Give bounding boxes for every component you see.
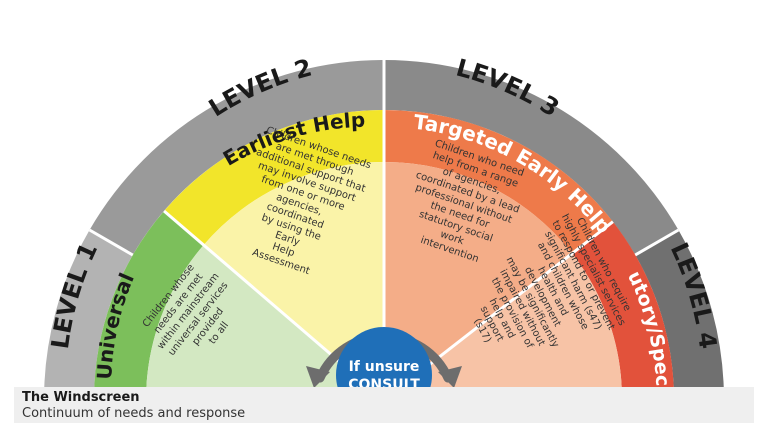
caption-subtitle: Continuum of needs and response [22,406,246,421]
statutory-description: Children who require highly specialist s… [447,207,639,390]
earliest-help-band [164,110,384,245]
universal-band [94,211,204,400]
arrow-head-left-icon [306,366,330,388]
caption-title: The Windscreen [22,390,140,405]
level-1-segment [44,230,133,400]
targeted-early-help-band [384,109,613,254]
targeted-description: Children who need help from a range of a… [395,136,536,274]
caption-bar: The Windscreen Continuum of needs and re… [14,387,754,423]
statutory-specialist-band [571,221,675,400]
targeted-fill [384,161,572,400]
consult-line-1: If unsure [349,359,420,375]
level-2-segment [89,60,385,255]
arrow-head-right-icon [438,366,462,388]
universal-fill [146,244,384,400]
level-3-segment [384,60,679,255]
earliest-help-fill [203,162,384,400]
level-4-segment [635,230,724,400]
